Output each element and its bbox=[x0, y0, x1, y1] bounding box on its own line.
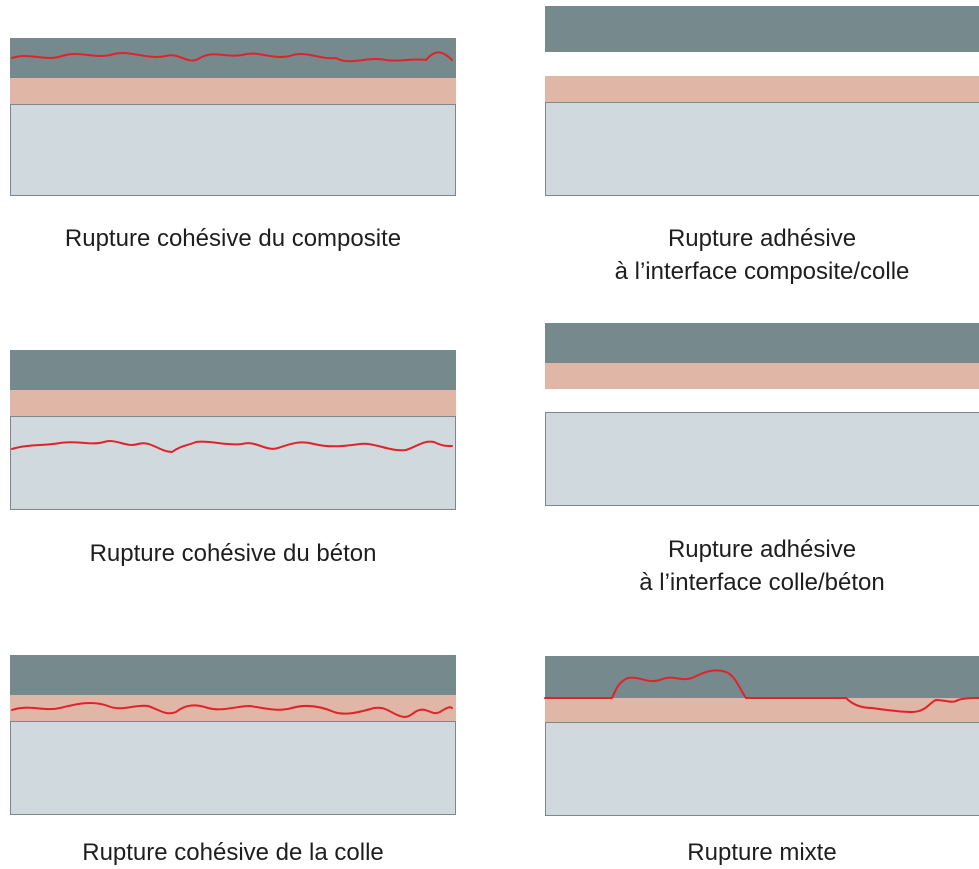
caption-cohesive-beton: Rupture cohésive du béton bbox=[10, 537, 456, 570]
caption-line: Rupture cohésive du composite bbox=[64, 225, 402, 252]
concrete-layer bbox=[10, 104, 456, 196]
caption-line: à l’interface composite/colle bbox=[614, 258, 910, 285]
composite-layer bbox=[10, 38, 456, 78]
adhesive-layer bbox=[545, 363, 979, 389]
composite-layer bbox=[10, 655, 456, 695]
caption-mixte: Rupture mixte bbox=[545, 836, 979, 869]
composite-layer bbox=[545, 323, 979, 363]
concrete-layer bbox=[10, 416, 456, 510]
caption-adhesive-colle-beton: Rupture adhésive à l’interface colle/bét… bbox=[545, 533, 979, 599]
adhesive-layer bbox=[545, 76, 979, 102]
concrete-layer bbox=[545, 722, 979, 816]
caption-cohesive-composite: Rupture cohésive du composite bbox=[10, 222, 456, 255]
caption-line: Rupture cohésive de la colle bbox=[82, 839, 384, 866]
composite-layer bbox=[10, 350, 456, 390]
composite-layer bbox=[545, 656, 979, 698]
concrete-layer bbox=[10, 721, 456, 815]
caption-line: Rupture adhésive bbox=[667, 536, 857, 563]
caption-line: Rupture mixte bbox=[687, 839, 837, 866]
caption-adhesive-composite-colle: Rupture adhésive à l’interface composite… bbox=[545, 222, 979, 288]
caption-line: à l’interface colle/béton bbox=[639, 569, 885, 596]
concrete-layer bbox=[545, 412, 979, 506]
caption-cohesive-colle: Rupture cohésive de la colle bbox=[10, 836, 456, 869]
adhesive-layer bbox=[10, 78, 456, 104]
concrete-layer bbox=[545, 102, 979, 196]
caption-line: Rupture cohésive du béton bbox=[89, 540, 377, 567]
adhesive-layer bbox=[545, 698, 979, 722]
adhesive-layer bbox=[10, 390, 456, 416]
composite-layer bbox=[545, 6, 979, 52]
caption-line: Rupture adhésive bbox=[667, 225, 857, 252]
